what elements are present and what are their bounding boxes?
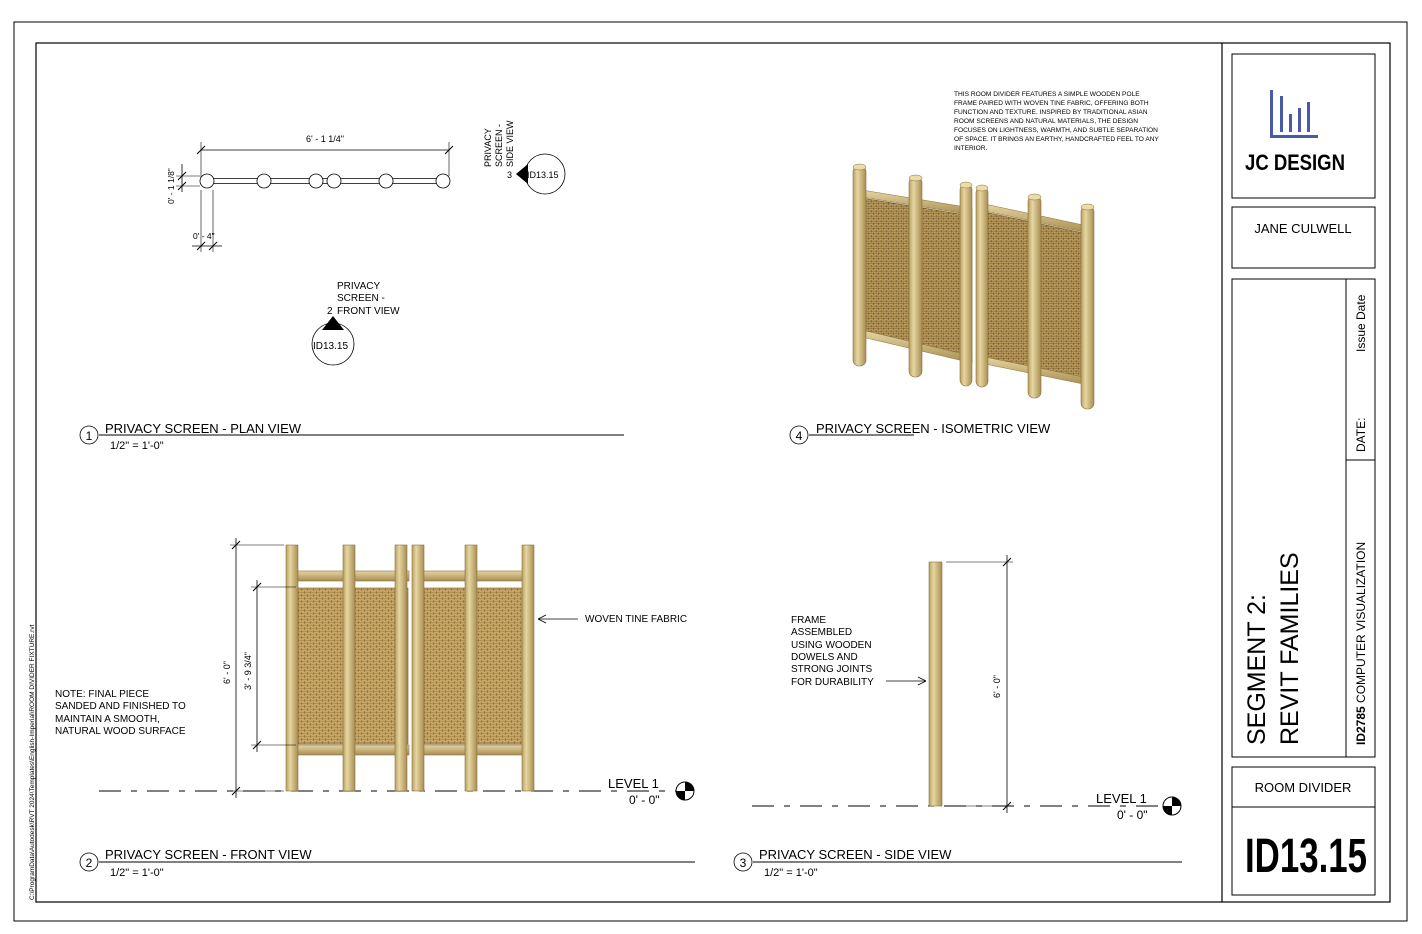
callout-text: SIDE VIEW (505, 120, 515, 167)
description-line: FOCUSES ON LIGHTNESS, WARMTH, AND SUBTLE… (954, 127, 1158, 134)
description-line: FUNCTION AND TEXTURE. INSPIRED BY TRADIT… (954, 109, 1148, 116)
callout-sheet: ID13.15 (313, 341, 348, 352)
note-line: MAINTAIN A SMOOTH, (55, 714, 160, 725)
view-scale: 1/2" = 1'-0" (110, 440, 164, 452)
segment-line2: REVIT FAMILIES (1276, 552, 1304, 745)
plan-spacing-dim: 0' - 4" (193, 231, 215, 241)
course-label: ID2785 COMPUTER VISUALIZATION (1354, 542, 1368, 745)
front-panel-dim: 3' - 9 3/4" (243, 652, 253, 690)
callout-text: PRIVACY (337, 281, 380, 292)
view-title: PRIVACY SCREEN - SIDE VIEW (759, 847, 952, 862)
description-line: OF SPACE. IT BRINGS AN EARTHY, HANDCRAFT… (954, 136, 1160, 143)
callout-sheet: ID13.15 (527, 170, 559, 180)
designer-box (1231, 206, 1376, 269)
date-label: DATE: (1354, 418, 1368, 452)
description-note: THIS ROOM DIVIDER FEATURES A SIMPLE WOOD… (954, 91, 1160, 152)
description-line: FRAME PAIRED WITH WOVEN TINE FABRIC, OFF… (954, 100, 1149, 107)
note-line: FOR DURABILITY (791, 677, 874, 688)
view-title: PRIVACY SCREEN - FRONT VIEW (105, 847, 312, 862)
sheet-box (1231, 766, 1376, 896)
sheet-number: ID13.15 (1245, 830, 1367, 883)
final-piece-note: NOTE: FINAL PIECE SANDED AND FINISHED TO… (55, 689, 186, 737)
front-view-title: 2 PRIVACY SCREEN - FRONT VIEW 1/2" = 1'-… (79, 847, 695, 879)
segment-line1: SEGMENT 2: (1243, 594, 1271, 745)
plan-overall-dim: 6' - 1 1/4" (306, 134, 344, 144)
view-number: 4 (796, 429, 803, 443)
logo-chart-icon (1270, 90, 1318, 138)
callout-text: SCREEN - (337, 293, 385, 304)
inner-border (35, 42, 1391, 903)
callout-number: 2 (327, 306, 333, 317)
note-line: FRAME (791, 615, 826, 626)
side-view-title: 3 PRIVACY SCREEN - SIDE VIEW 1/2" = 1'-0… (733, 847, 1182, 879)
side-overall-dim: 6' - 0" (992, 675, 1002, 698)
level-elevation: 0' - 0" (629, 793, 660, 807)
issue-date-label: Issue Date (1354, 294, 1368, 352)
note-line: STRONG JOINTS (791, 664, 872, 675)
note-line: NATURAL WOOD SURFACE (55, 726, 186, 737)
fabric-note: WOVEN TINE FABRIC (585, 614, 687, 625)
level-target-icon (1162, 796, 1182, 816)
front-view-callout: PRIVACY SCREEN - 2 FRONT VIEW ID13.15 (311, 281, 400, 366)
callout-text: SCREEN - (494, 124, 504, 167)
note-line: ASSEMBLED (791, 627, 852, 638)
view-scale: 1/2" = 1'-0" (764, 867, 818, 879)
logo-box (1231, 53, 1376, 199)
plan-depth-dim: 0' - 1 1/8" (166, 168, 176, 204)
side-view-callout: PRIVACY SCREEN - SIDE VIEW 3 ID13.15 (483, 120, 566, 195)
sheet-name: ROOM DIVIDER (1255, 780, 1352, 795)
view-title: PRIVACY SCREEN - ISOMETRIC VIEW (816, 421, 1051, 436)
level-name: LEVEL 1 (1096, 791, 1147, 806)
level-elevation: 0' - 0" (1117, 808, 1148, 822)
view-title: PRIVACY SCREEN - PLAN VIEW (105, 421, 302, 436)
side-view: 6' - 0" FRAME ASSEMBLED USING WOODEN DOW… (752, 555, 1182, 822)
plan-view: 6' - 1 1/4" 0' - 1 1/8" 0' - 4" (166, 134, 454, 252)
note-line: DOWELS AND (791, 652, 858, 663)
company-name: JC DESIGN (1245, 150, 1345, 175)
plan-view-title: 1 PRIVACY SCREEN - PLAN VIEW 1/2" = 1'-0… (79, 421, 624, 452)
view-scale: 1/2" = 1'-0" (110, 867, 164, 879)
view-number: 2 (86, 856, 93, 870)
note-line: NOTE: FINAL PIECE (55, 689, 149, 700)
note-line: SANDED AND FINISHED TO (55, 701, 186, 712)
project-box (1231, 278, 1376, 758)
description-line: INTERIOR. (954, 145, 988, 152)
level-name: LEVEL 1 (608, 776, 659, 791)
note-line: USING WOODEN (791, 640, 872, 651)
front-overall-dim: 6' - 0" (222, 661, 232, 684)
file-path: C:\ProgramData\Autodesk\RVT 2024\Templat… (29, 624, 36, 900)
description-line: THIS ROOM DIVIDER FEATURES A SIMPLE WOOD… (954, 91, 1140, 98)
designer-name: JANE CULWELL (1254, 221, 1351, 236)
view-number: 3 (740, 856, 747, 870)
view-number: 1 (86, 429, 93, 443)
callout-number: 3 (507, 170, 512, 180)
callout-text: FRONT VIEW (337, 306, 400, 317)
outer-border (13, 21, 1408, 922)
description-line: ROOM SCREENS AND NATURAL MATERIALS, THE … (954, 118, 1138, 125)
isometric-view (852, 163, 1095, 410)
callout-text: PRIVACY (483, 128, 493, 167)
level-target-icon (675, 781, 695, 801)
front-view: 6' - 0" 3' - 9 3/4" WOVEN TINE FABRIC LE… (99, 538, 695, 807)
iso-view-title: 4 PRIVACY SCREEN - ISOMETRIC VIEW (789, 421, 1051, 445)
